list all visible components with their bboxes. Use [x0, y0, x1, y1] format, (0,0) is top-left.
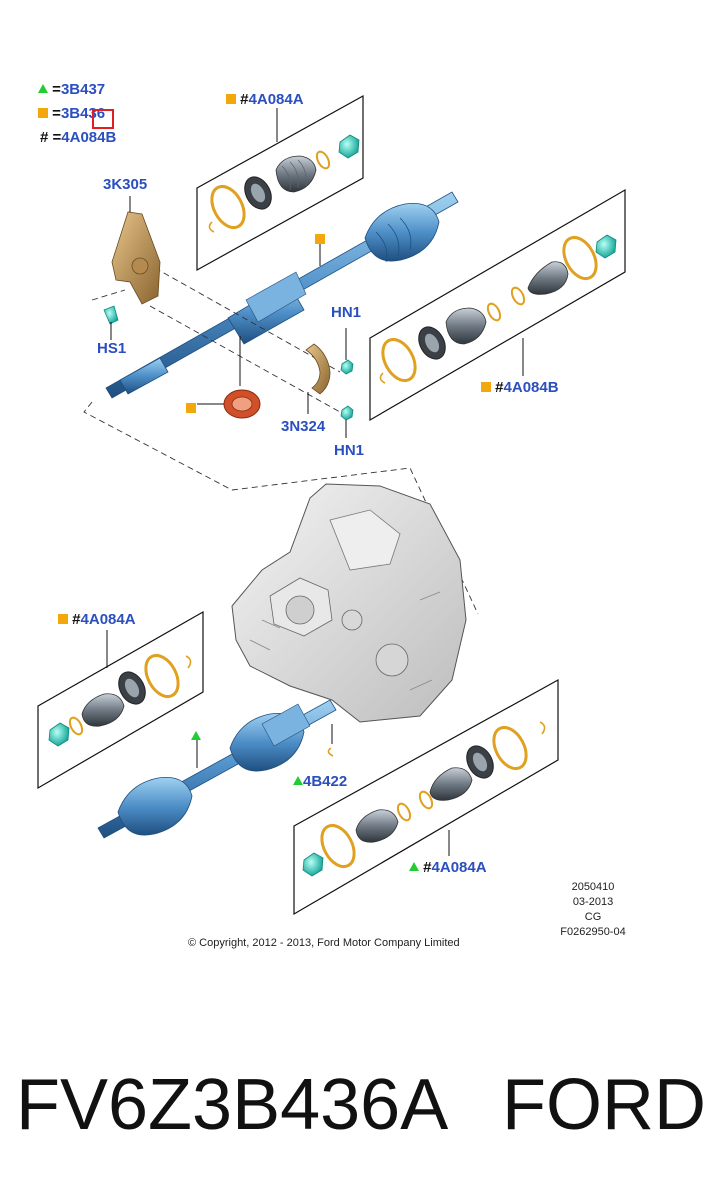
callout-clip: 4B422 — [293, 774, 347, 789]
callout-kit-left: #4A084A — [58, 612, 136, 627]
green-triangle-icon — [293, 776, 303, 785]
legend-equals: = — [52, 105, 61, 122]
boot-clamp-icon — [210, 184, 246, 230]
oil-seal — [197, 244, 321, 419]
callout-code: 4A084A — [431, 859, 487, 876]
callout-kit-top: #4A084A — [226, 92, 304, 107]
meta-line: CG — [584, 911, 602, 923]
callout-nut-upper: HN1 — [331, 304, 362, 321]
legend-code: 3B437 — [60, 81, 106, 98]
callout-kit-bottom: #4A084A — [409, 860, 487, 875]
copyright-notice: © Copyright, 2012 - 2013, Ford Motor Com… — [188, 937, 460, 949]
green-triangle-marker — [191, 728, 201, 746]
cv-boot-icon — [275, 155, 317, 193]
orange-square-icon — [481, 382, 491, 392]
callout-strap: 3N324 — [281, 418, 326, 435]
hash-symbol: # — [72, 611, 81, 628]
strap-nut-lower — [340, 405, 354, 438]
boot-seal-ring-icon — [244, 176, 272, 210]
strap-nut-upper — [340, 328, 354, 375]
legend-equals: = — [52, 81, 61, 98]
drawing-meta: 2050410 03-2013 CG F0262950-04 — [548, 880, 638, 940]
legend-code: 4A084B — [61, 129, 117, 146]
orange-square-marker — [186, 400, 196, 418]
hash-symbol: # — [240, 91, 249, 108]
orange-square-icon — [58, 614, 68, 624]
orange-square-icon — [38, 108, 48, 118]
kit-box-right — [369, 188, 626, 422]
callout-bracket: 3K305 — [103, 176, 148, 193]
legend-row-triangle: =3B437 — [38, 82, 105, 97]
callout-code: 4A084A — [80, 611, 136, 628]
retaining-ring-icon — [208, 221, 215, 233]
hub-nut-icon — [338, 134, 360, 159]
hash-symbol: # — [423, 859, 432, 876]
callout-code: 4A084A — [248, 91, 304, 108]
small-clamp-icon — [315, 150, 331, 170]
front-axle-shaft-left — [97, 699, 337, 839]
orange-square-marker — [315, 231, 325, 249]
part-number: FV6Z3B436A — [16, 1065, 449, 1145]
legend-equals: = — [52, 129, 62, 146]
bearing-strap — [305, 343, 331, 414]
meta-line: 2050410 — [571, 881, 615, 893]
hash-symbol: # — [40, 129, 49, 146]
parts-diagram — [37, 94, 626, 916]
callout-code: 4B422 — [303, 773, 348, 790]
callout-code: 4A084B — [503, 379, 559, 396]
kit-box-bottom — [293, 678, 559, 916]
meta-line: F0262950-04 — [560, 926, 626, 938]
caption: FV6Z3B436A FORD — [0, 1060, 708, 1150]
bearing-bracket — [111, 196, 161, 305]
kit-box-left — [37, 610, 204, 790]
callout-nut-lower: HN1 — [334, 442, 365, 459]
hash-symbol: # — [495, 379, 504, 396]
callout-kit-right: #4A084B — [481, 380, 559, 395]
transaxle-housing — [231, 483, 467, 723]
green-triangle-icon — [38, 84, 48, 93]
callout-bolt: HS1 — [97, 340, 127, 357]
green-triangle-icon — [409, 862, 419, 871]
orange-square-icon — [226, 94, 236, 104]
kit-box-top — [196, 94, 364, 272]
meta-line: 03-2013 — [572, 896, 614, 908]
highlight-box — [92, 109, 114, 129]
exploded-view-drawing — [37, 94, 626, 916]
bracket-bolt — [103, 305, 119, 340]
front-axle-shaft-right — [105, 191, 459, 399]
brand-name: FORD — [502, 1065, 706, 1145]
legend-row-hash: # =4A084B — [40, 130, 116, 145]
